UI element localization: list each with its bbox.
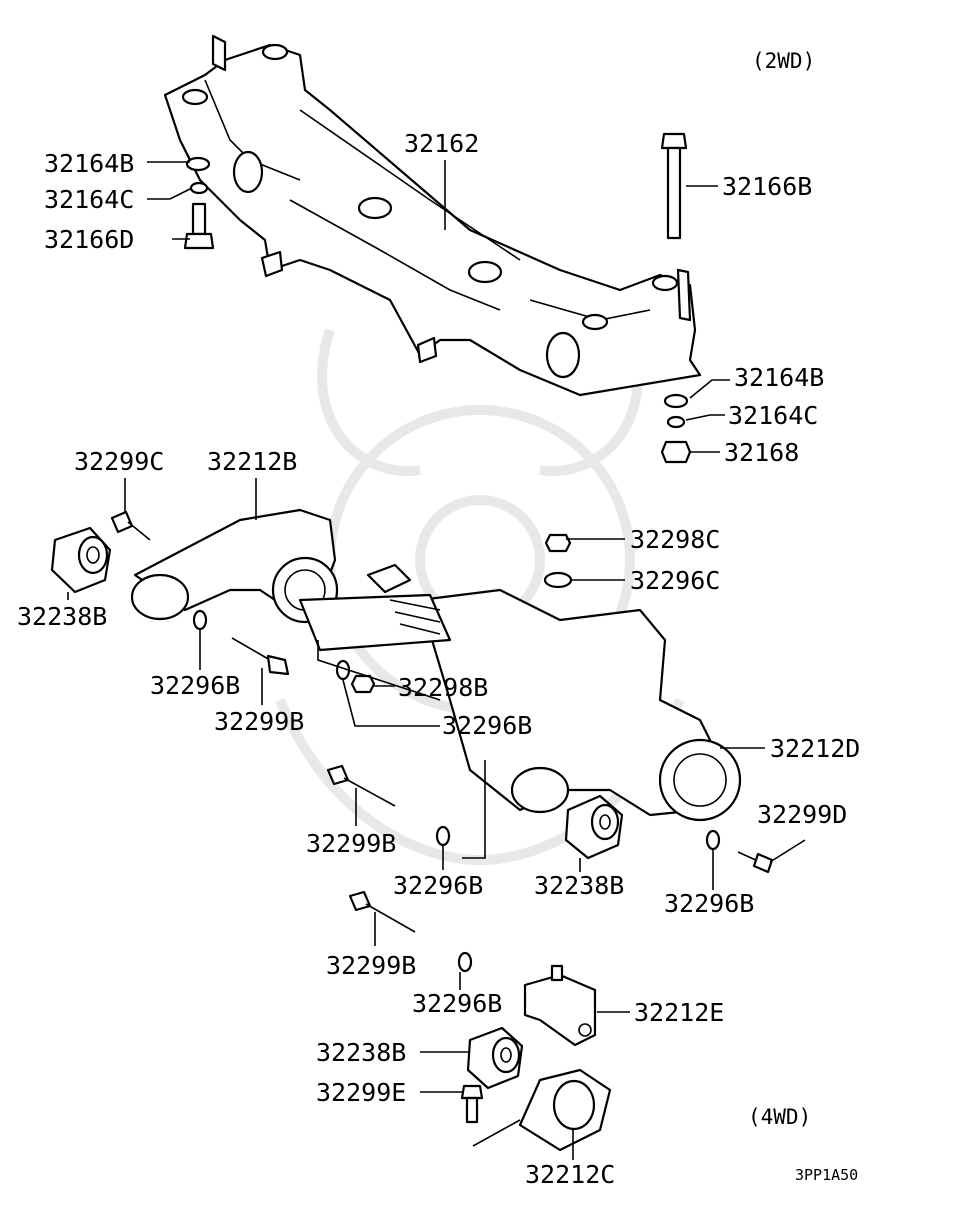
washer-32296b-d [705, 829, 721, 851]
washer-32296b-e [457, 951, 473, 973]
bracket-32212c [518, 1068, 612, 1152]
bolt-32299c [110, 510, 151, 541]
bushing-32238b-upper [50, 526, 112, 594]
nut-32298c [544, 533, 572, 553]
callout-32299c: 32299C [74, 447, 164, 476]
callout-32298b: 32298B [398, 673, 488, 702]
nut-32298b [350, 674, 376, 694]
bolt-32299b-b [326, 764, 396, 807]
callout-32299b-a: 32299B [214, 707, 304, 736]
callout-32299b-c: 32299B [326, 951, 416, 980]
callout-32164c-right: 32164C [728, 401, 818, 430]
callout-32166d: 32166D [44, 225, 134, 254]
bolt-32299b-a [231, 637, 290, 676]
callout-32296b-b: 32296B [442, 711, 532, 740]
callout-32238b-upper: 32238B [17, 602, 107, 631]
bolt-32299b-c [348, 890, 416, 933]
callout-32164c-left: 32164C [44, 185, 134, 214]
bolt-32299e [460, 1084, 484, 1124]
callout-32298c: 32298C [630, 525, 720, 554]
callout-32212c: 32212C [525, 1160, 615, 1189]
callout-32238b-middle: 32238B [534, 871, 624, 900]
callout-32296b-a: 32296B [150, 671, 240, 700]
callout-32299e: 32299E [316, 1078, 406, 1107]
leader-lines [67, 160, 806, 1160]
drawing-code: 3PP1A50 [795, 1166, 858, 1184]
callout-32168: 32168 [724, 438, 799, 467]
variant-label-2wd: (2WD) [752, 49, 815, 73]
callout-32296b-c: 32296B [393, 871, 483, 900]
washer-32296b-a [192, 609, 208, 631]
bolt-32166d [183, 202, 215, 250]
callout-32162: 32162 [404, 129, 479, 158]
nut-32168 [660, 440, 692, 464]
washer-32296b-c [435, 825, 451, 847]
bolt-32166b [660, 132, 688, 240]
bushing-32238b-lower [466, 1026, 524, 1090]
bushing-32238b-middle [564, 794, 624, 860]
callout-32164b-right: 32164B [734, 363, 824, 392]
washer-32296c [543, 571, 573, 589]
callout-32166b: 32166B [722, 172, 812, 201]
crossmember-32162 [163, 34, 702, 397]
callout-32296b-d: 32296B [664, 889, 754, 918]
callout-32212b: 32212B [207, 447, 297, 476]
variant-label-4wd: (4WD) [748, 1105, 811, 1129]
callout-32296c: 32296C [630, 566, 720, 595]
washer-32164b-left [185, 156, 211, 172]
callout-32212e: 32212E [634, 998, 724, 1027]
washer-32164c-right [666, 415, 686, 429]
callout-32299b-b: 32299B [306, 829, 396, 858]
washer-32164c-left [189, 181, 209, 195]
callout-32299d: 32299D [757, 800, 847, 829]
callout-32212d: 32212D [770, 734, 860, 763]
callout-32296b-e: 32296B [412, 989, 502, 1018]
bracket-32212e [523, 964, 597, 1047]
callout-32238b-lower: 32238B [316, 1038, 406, 1067]
rear-carrier-housing [298, 563, 742, 822]
washer-32164b-right [663, 393, 689, 409]
bolt-32299d [737, 851, 774, 874]
callout-32164b-left: 32164B [44, 149, 134, 178]
